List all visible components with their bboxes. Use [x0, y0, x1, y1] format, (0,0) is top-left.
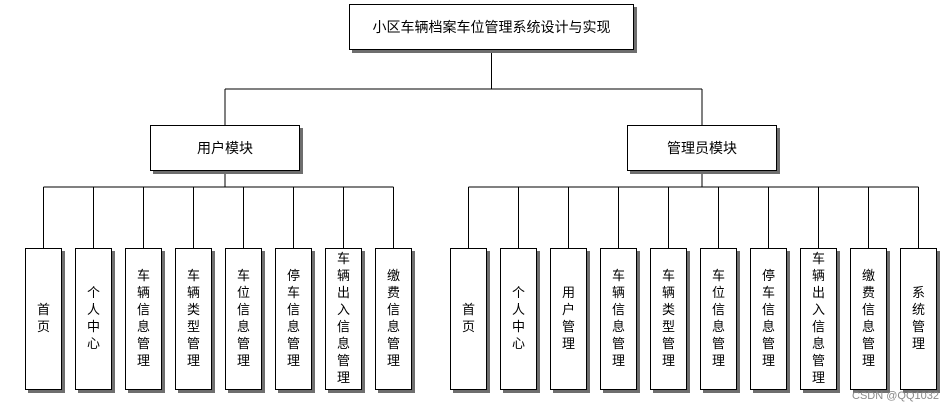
leaf-label: 车位信息管理: [711, 269, 725, 369]
leaf-node: 缴费信息管理: [850, 248, 887, 390]
module-label: 管理员模块: [667, 141, 737, 157]
leaf-label: 用户管理: [561, 286, 575, 352]
root-node: 小区车辆档案车位管理系统设计与实现: [349, 4, 634, 50]
leaf-label: 停车信息管理: [761, 269, 775, 369]
leaf-node: 缴费信息管理: [375, 248, 412, 390]
leaf-label: 缴费信息管理: [861, 269, 875, 369]
leaf-label: 车辆类型管理: [186, 269, 200, 369]
leaf-label: 系统管理: [911, 286, 925, 352]
leaf-label: 车辆出入信息管理: [336, 252, 350, 386]
leaf-node: 车辆信息管理: [125, 248, 162, 390]
leaf-node: 用户管理: [550, 248, 587, 390]
leaf-node: 停车信息管理: [750, 248, 787, 390]
leaf-label: 车辆类型管理: [661, 269, 675, 369]
leaf-node: 停车信息管理: [275, 248, 312, 390]
leaf-label: 停车信息管理: [286, 269, 300, 369]
leaf-node: 车辆类型管理: [175, 248, 212, 390]
leaf-label: 首页: [36, 303, 50, 335]
leaf-node: 首页: [450, 248, 487, 390]
leaf-node: 车位信息管理: [225, 248, 262, 390]
leaf-node: 个人中心: [500, 248, 537, 390]
leaf-node: 个人中心: [75, 248, 112, 390]
watermark-text: CSDN @QQ1032: [852, 390, 939, 402]
leaf-label: 车辆出入信息管理: [811, 252, 825, 386]
module-node-user: 用户模块: [150, 125, 300, 171]
root-title: 小区车辆档案车位管理系统设计与实现: [372, 20, 611, 36]
leaf-label: 车辆信息管理: [611, 269, 625, 369]
module-node-admin: 管理员模块: [627, 125, 777, 171]
leaf-label: 个人中心: [86, 286, 100, 352]
leaf-label: 车辆信息管理: [136, 269, 150, 369]
leaf-node: 车辆类型管理: [650, 248, 687, 390]
leaf-label: 缴费信息管理: [386, 269, 400, 369]
leaf-node: 首页: [25, 248, 62, 390]
leaf-node: 系统管理: [900, 248, 937, 390]
leaf-node: 车辆出入信息管理: [325, 248, 362, 390]
leaf-label: 个人中心: [511, 286, 525, 352]
module-label: 用户模块: [197, 141, 253, 157]
leaf-node: 车位信息管理: [700, 248, 737, 390]
leaf-node: 车辆出入信息管理: [800, 248, 837, 390]
leaf-node: 车辆信息管理: [600, 248, 637, 390]
leaf-label: 车位信息管理: [236, 269, 250, 369]
leaf-label: 首页: [461, 303, 475, 335]
